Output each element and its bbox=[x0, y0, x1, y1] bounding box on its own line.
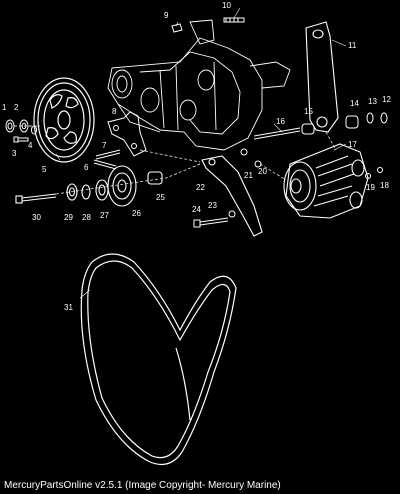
callout-24: 24 bbox=[192, 205, 201, 214]
callout-7: 7 bbox=[102, 141, 107, 150]
callout-29: 29 bbox=[64, 213, 73, 222]
callout-10: 10 bbox=[222, 1, 231, 10]
parts-exploded-diagram: 1 2 3 4 5 6 7 8 9 10 11 12 13 14 15 16 1… bbox=[2, 1, 391, 465]
callout-15: 15 bbox=[304, 107, 313, 116]
pulley-hardware bbox=[5, 119, 37, 143]
callout-12: 12 bbox=[382, 95, 391, 104]
callout-9: 9 bbox=[164, 11, 169, 20]
callout-26: 26 bbox=[132, 209, 141, 218]
callout-25: 25 bbox=[156, 193, 165, 202]
callout-4: 4 bbox=[28, 141, 33, 150]
callout-6: 6 bbox=[84, 163, 89, 172]
callout-5: 5 bbox=[42, 165, 47, 174]
callout-8: 8 bbox=[112, 107, 117, 116]
spacers-and-bolt bbox=[253, 112, 388, 140]
callout-labels: 1 2 3 4 5 6 7 8 9 10 11 12 13 14 15 16 1… bbox=[2, 1, 391, 312]
callout-3: 3 bbox=[12, 149, 17, 158]
callout-27: 27 bbox=[100, 211, 109, 220]
mounting-bracket-8 bbox=[93, 111, 147, 170]
callout-31: 31 bbox=[64, 303, 73, 312]
callout-1: 1 bbox=[2, 103, 7, 112]
top-hardware bbox=[171, 17, 245, 33]
adjusting-bracket-11 bbox=[305, 21, 339, 133]
callout-20: 20 bbox=[258, 167, 267, 176]
callout-2: 2 bbox=[14, 103, 19, 112]
alternator bbox=[283, 143, 369, 219]
leader-lines bbox=[55, 7, 347, 299]
callout-11: 11 bbox=[348, 41, 357, 50]
bracket-bolts bbox=[193, 210, 236, 228]
callout-18: 18 bbox=[380, 181, 389, 190]
callout-19: 19 bbox=[366, 183, 375, 192]
callout-30: 30 bbox=[32, 213, 41, 222]
callout-14: 14 bbox=[350, 99, 359, 108]
tension-bracket-22 bbox=[201, 155, 263, 237]
idler-pulley-assembly bbox=[15, 165, 163, 207]
serpentine-belt bbox=[80, 253, 237, 465]
engine-block-housing bbox=[107, 19, 291, 151]
callout-21: 21 bbox=[244, 171, 253, 180]
callout-16: 16 bbox=[276, 117, 285, 126]
callout-17: 17 bbox=[348, 140, 357, 149]
assembly-lines bbox=[14, 125, 337, 195]
callout-22: 22 bbox=[196, 183, 205, 192]
alternator-hardware bbox=[240, 148, 383, 179]
callout-13: 13 bbox=[368, 97, 377, 106]
copyright-footer: MercuryPartsOnline v2.5.1 (Image Copyrig… bbox=[4, 480, 281, 491]
callout-28: 28 bbox=[82, 213, 91, 222]
callout-23: 23 bbox=[208, 201, 217, 210]
crankshaft-pulley bbox=[33, 77, 95, 163]
